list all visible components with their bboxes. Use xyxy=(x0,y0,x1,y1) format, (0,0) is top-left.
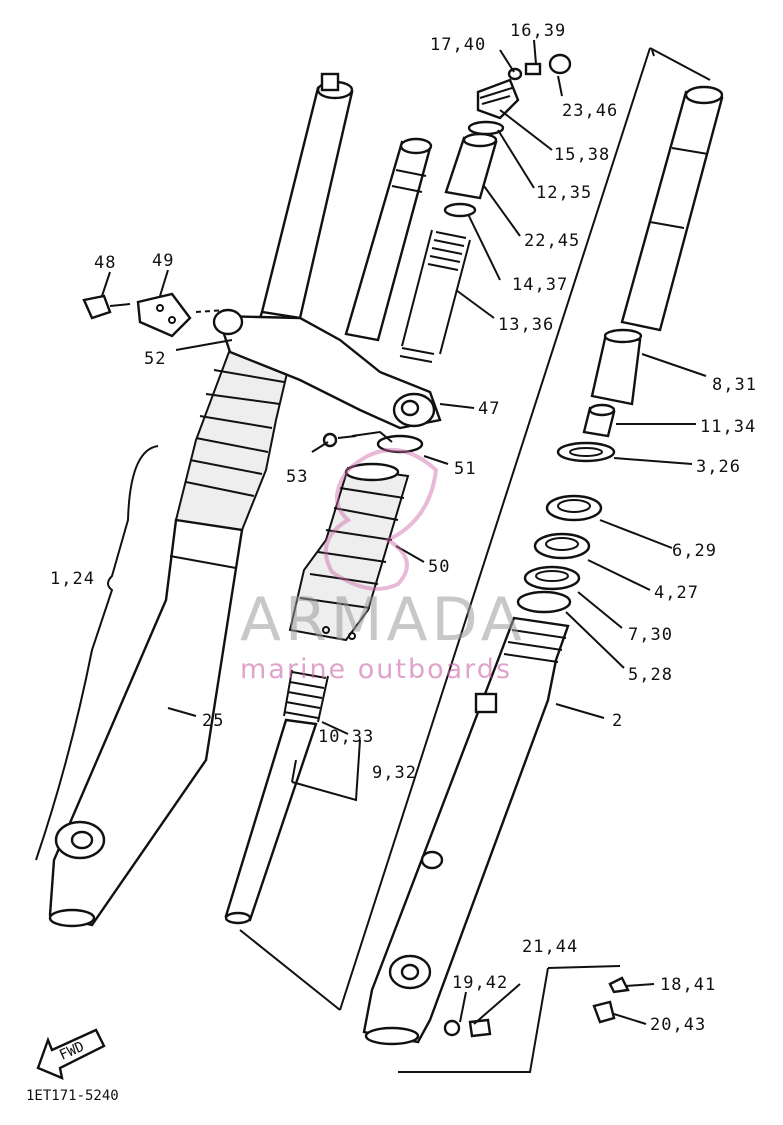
label-52: 52 xyxy=(144,349,166,369)
label-4-27: 4,27 xyxy=(654,583,699,603)
label-1-24: 1,24 xyxy=(50,569,95,589)
label-9-32: 9,32 xyxy=(372,763,417,783)
label-6-29: 6,29 xyxy=(672,541,717,561)
label-14-37: 14,37 xyxy=(512,275,568,295)
under-bracket xyxy=(82,137,442,430)
label-21-44: 21,44 xyxy=(522,937,578,957)
left-fork-assembly xyxy=(48,72,354,928)
leader-lines xyxy=(101,39,707,1025)
label-25: 25 xyxy=(202,711,224,731)
label-16-39: 16,39 xyxy=(510,21,566,41)
label-19-42: 19,42 xyxy=(452,973,508,993)
label-8-31: 8,31 xyxy=(712,375,757,395)
callout-labels: 17,40 16,39 23,46 15,38 12,35 22,45 14,3… xyxy=(26,21,757,1104)
label-10-33: 10,33 xyxy=(318,727,374,747)
assembly-lines xyxy=(35,47,711,1073)
right-fork-assembly xyxy=(362,85,724,1046)
label-13-36: 13,36 xyxy=(498,315,554,335)
label-12-35: 12,35 xyxy=(536,183,592,203)
label-49: 49 xyxy=(152,251,174,271)
fwd-arrow: FWD xyxy=(36,1028,106,1080)
label-11-34: 11,34 xyxy=(700,417,756,437)
armada-watermark: ARMADA marine outboards xyxy=(240,448,526,685)
label-17-40: 17,40 xyxy=(430,35,486,55)
label-23-46: 23,46 xyxy=(562,101,618,121)
label-48: 48 xyxy=(94,253,116,273)
label-5-28: 5,28 xyxy=(628,665,673,685)
label-7-30: 7,30 xyxy=(628,625,673,645)
label-2: 2 xyxy=(612,711,623,731)
label-18-41: 18,41 xyxy=(660,975,716,995)
label-15-38: 15,38 xyxy=(554,145,610,165)
brand-tagline: marine outboards xyxy=(240,654,512,685)
label-3-26: 3,26 xyxy=(696,457,741,477)
brand-name: ARMADA xyxy=(240,585,526,655)
label-51: 51 xyxy=(454,459,476,479)
brand-emblem-icon xyxy=(323,448,439,591)
diagram-code: 1ET171-5240 xyxy=(26,1088,119,1104)
label-22-45: 22,45 xyxy=(524,231,580,251)
label-47: 47 xyxy=(478,399,500,419)
label-53: 53 xyxy=(286,467,308,487)
label-20-43: 20,43 xyxy=(650,1015,706,1035)
label-50: 50 xyxy=(428,557,450,577)
